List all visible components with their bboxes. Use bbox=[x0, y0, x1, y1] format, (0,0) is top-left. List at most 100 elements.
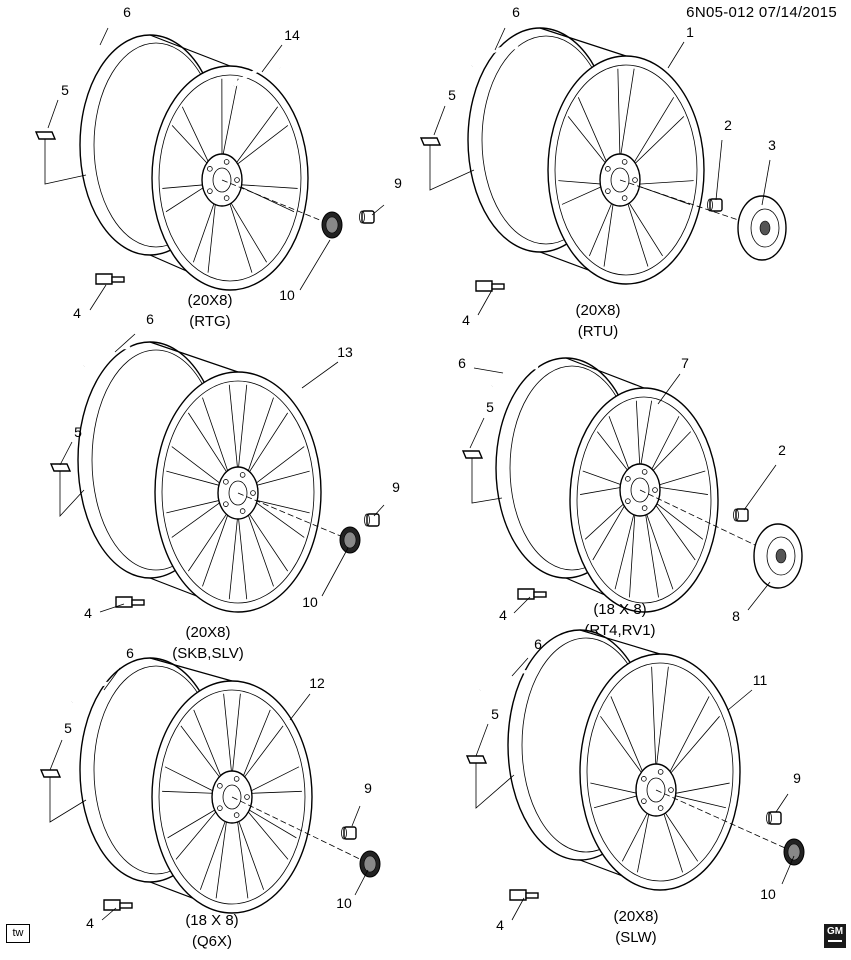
spoke bbox=[666, 696, 720, 778]
lug-hole bbox=[605, 188, 611, 194]
callout-leader-5 bbox=[59, 441, 73, 466]
callout-leader-6 bbox=[473, 367, 504, 374]
spoke bbox=[235, 184, 298, 213]
lug-hole bbox=[625, 476, 631, 482]
spoke bbox=[580, 470, 627, 495]
spoke bbox=[180, 709, 224, 782]
spoke bbox=[625, 197, 663, 267]
wheel-option-code: (SLW) bbox=[615, 929, 656, 946]
callout-leader-13 bbox=[301, 361, 339, 389]
tpms-sensor bbox=[115, 596, 133, 608]
lug-hole bbox=[621, 195, 628, 201]
spoke bbox=[245, 766, 302, 794]
callout-leader-1 bbox=[667, 41, 685, 69]
callout-leader-6 bbox=[114, 333, 136, 353]
spoke bbox=[240, 709, 284, 782]
center-cap-inner bbox=[766, 536, 796, 576]
lug-nut-face bbox=[707, 198, 713, 212]
spoke bbox=[621, 807, 651, 873]
spoke bbox=[589, 197, 615, 267]
lug-hole bbox=[657, 769, 664, 775]
balance-weight bbox=[465, 755, 488, 764]
lug-hole bbox=[625, 498, 631, 504]
lug-hole bbox=[668, 787, 674, 793]
wheel-size-label: (20X8) bbox=[575, 302, 620, 319]
callout-leader-6 bbox=[103, 667, 121, 691]
callout-leader-8 bbox=[747, 581, 771, 611]
gm-logo-text: GM bbox=[826, 926, 844, 937]
weight-leader bbox=[429, 145, 475, 191]
center-cap-emblem bbox=[759, 220, 771, 236]
lug-nut bbox=[343, 826, 357, 840]
callout-leader-4 bbox=[89, 284, 107, 311]
weight-strip-inner bbox=[470, 45, 519, 68]
tpms-sensor bbox=[95, 273, 113, 285]
spoke bbox=[558, 180, 607, 205]
balance-weight bbox=[419, 137, 442, 146]
lug-nut-face bbox=[766, 811, 772, 825]
callout-number-6: 6 bbox=[534, 636, 542, 652]
callout-number-4: 4 bbox=[84, 605, 92, 621]
spoke bbox=[162, 766, 219, 794]
spoke bbox=[187, 397, 231, 478]
wheel-size-label: (18 X 8) bbox=[593, 601, 646, 618]
lug-nut-face bbox=[364, 513, 370, 527]
callout-number-5: 5 bbox=[448, 87, 456, 103]
valve-stem bbox=[131, 599, 145, 606]
spoke bbox=[651, 666, 669, 771]
spoke bbox=[251, 498, 310, 538]
hub-bore bbox=[222, 784, 242, 810]
spoke bbox=[227, 197, 267, 273]
lug-nut bbox=[768, 811, 782, 825]
wheel-face-lip bbox=[158, 74, 302, 282]
callout-number-4: 4 bbox=[499, 607, 507, 623]
callout-number-12: 12 bbox=[309, 675, 325, 691]
spoke bbox=[596, 416, 632, 475]
spoke bbox=[600, 696, 646, 778]
weight-leader bbox=[59, 471, 85, 518]
callout-number-4: 4 bbox=[462, 312, 470, 328]
callout-number-5: 5 bbox=[74, 424, 82, 440]
center-cap-emblem bbox=[343, 531, 357, 549]
callout-leader-11 bbox=[727, 689, 753, 711]
callout-number-5: 5 bbox=[64, 720, 72, 736]
callout-leader-3 bbox=[761, 159, 771, 206]
callout-leader-5 bbox=[47, 99, 59, 129]
callout-leader-9 bbox=[775, 793, 789, 813]
callout-number-2: 2 bbox=[778, 442, 786, 458]
callout-number-11: 11 bbox=[753, 672, 768, 688]
spoke bbox=[653, 470, 708, 495]
callout-number-9: 9 bbox=[793, 770, 801, 786]
callout-leader-12 bbox=[289, 693, 311, 721]
lug-hole bbox=[632, 177, 638, 183]
callout-leader-4 bbox=[513, 596, 531, 614]
spoke bbox=[633, 180, 694, 205]
wheel-option-code: (RTU) bbox=[578, 323, 619, 340]
spoke bbox=[614, 508, 636, 598]
spoke bbox=[630, 97, 685, 168]
tw-mark: tw bbox=[6, 924, 30, 943]
callout-leader-4 bbox=[101, 907, 117, 921]
wheel-face-lip bbox=[554, 64, 698, 276]
callout-leader-2 bbox=[715, 139, 723, 201]
callout-leader-4 bbox=[511, 897, 525, 921]
callout-number-9: 9 bbox=[392, 479, 400, 495]
callout-leader-14 bbox=[261, 44, 283, 73]
weight-strip-inner bbox=[70, 681, 119, 704]
callout-number-1: 1 bbox=[686, 24, 694, 40]
lug-nut bbox=[361, 210, 375, 224]
callout-number-6: 6 bbox=[458, 355, 466, 371]
center-cap-emblem bbox=[787, 843, 801, 861]
hub-bore bbox=[610, 167, 630, 193]
callout-number-9: 9 bbox=[394, 175, 402, 191]
lug-hole bbox=[234, 177, 240, 183]
assembly-axis bbox=[237, 492, 351, 541]
spoke bbox=[236, 815, 265, 899]
lug-nut-face bbox=[733, 508, 739, 522]
wheel-option-code: (Q6X) bbox=[192, 933, 232, 950]
weight-strip-inner bbox=[478, 669, 527, 692]
center-cap-inner bbox=[750, 208, 780, 248]
weight-leader bbox=[471, 458, 503, 504]
